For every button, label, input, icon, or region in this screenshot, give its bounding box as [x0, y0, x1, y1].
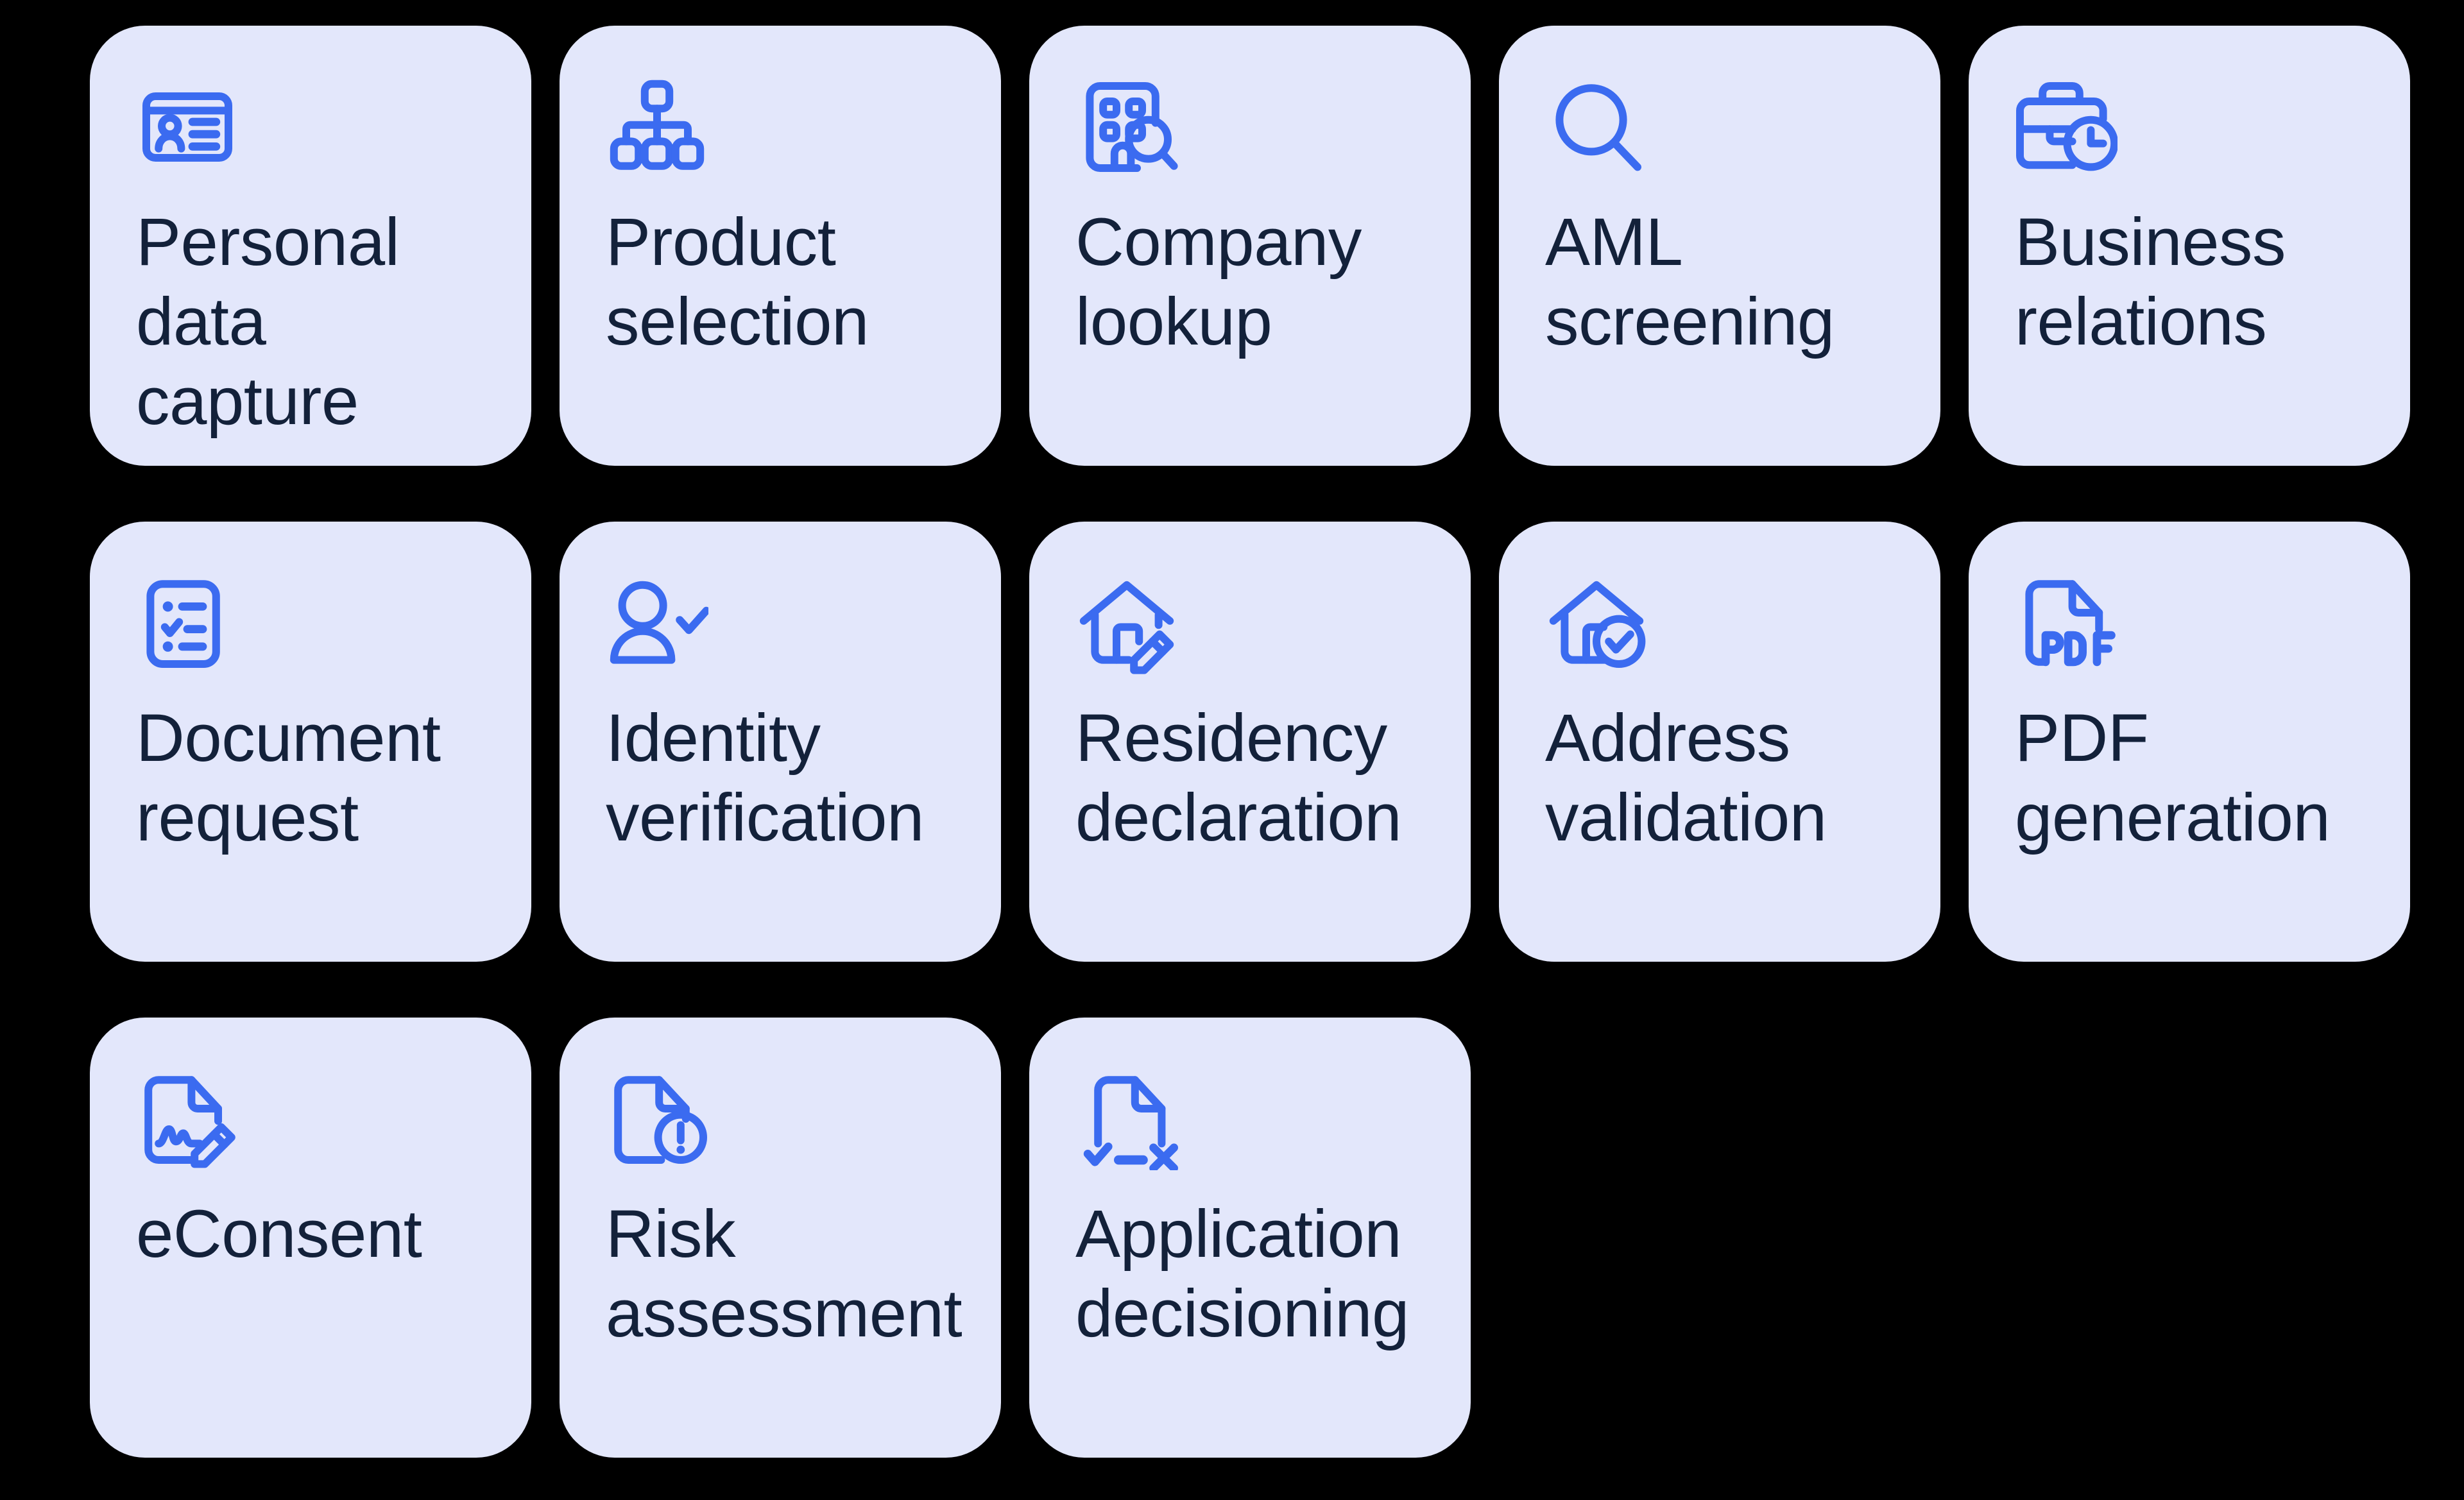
feature-card[interactable]: AML screening	[1499, 26, 1940, 466]
feature-card[interactable]: Address validation	[1499, 522, 1940, 962]
feature-card-label: eConsent	[136, 1197, 422, 1272]
feature-card-label: Residency declaration	[1075, 701, 1402, 855]
document-alert-icon	[606, 1068, 708, 1170]
document-decision-icon	[1075, 1068, 1178, 1170]
document-signature-icon	[136, 1068, 239, 1170]
hierarchy-icon	[606, 76, 708, 178]
feature-card[interactable]: Company lookup	[1029, 26, 1471, 466]
briefcase-clock-icon	[2015, 76, 2118, 178]
feature-card-label: Address validation	[1545, 701, 1827, 855]
feature-card-label: Identity verification	[606, 701, 924, 855]
feature-card-label: Application decisioning	[1075, 1197, 1409, 1351]
card-row: Personal data capture Product selection Co…	[90, 26, 2410, 466]
feature-card[interactable]: Application decisioning	[1029, 1018, 1471, 1458]
feature-card[interactable]: Document request	[90, 522, 531, 962]
building-search-icon	[1075, 76, 1178, 178]
feature-card-label: PDF generation	[2015, 701, 2331, 855]
feature-card[interactable]: eConsent	[90, 1018, 531, 1458]
id-card-icon	[136, 76, 239, 178]
feature-card-label: Company lookup	[1075, 205, 1362, 359]
feature-card[interactable]: Risk assessment	[560, 1018, 1001, 1458]
house-check-icon	[1545, 572, 1648, 674]
card-row: Document request Identity verification Res…	[90, 522, 2410, 962]
magnifier-icon	[1545, 76, 1648, 178]
feature-card-label: AML screening	[1545, 205, 1835, 359]
feature-card[interactable]: Business relations	[1969, 26, 2410, 466]
feature-card[interactable]: Personal data capture	[90, 26, 531, 466]
feature-card-label: Business relations	[2015, 205, 2286, 359]
feature-card[interactable]: Identity verification	[560, 522, 1001, 962]
feature-card[interactable]: Residency declaration	[1029, 522, 1471, 962]
feature-card-label: Risk assessment	[606, 1197, 963, 1351]
feature-card[interactable]: Product selection	[560, 26, 1001, 466]
feature-card-label: Document request	[136, 701, 441, 855]
feature-card-grid: Personal data capture Product selection Co…	[90, 26, 2410, 1458]
feature-card-label: Product selection	[606, 205, 869, 359]
feature-card-label: Personal data capture	[136, 205, 400, 439]
house-pencil-icon	[1075, 572, 1178, 674]
pdf-file-icon	[2015, 572, 2118, 674]
card-row: eConsent Risk assessment Application decis…	[90, 1018, 2410, 1458]
checklist-document-icon	[136, 572, 239, 674]
feature-card[interactable]: PDF generation	[1969, 522, 2410, 962]
user-check-icon	[606, 572, 708, 674]
